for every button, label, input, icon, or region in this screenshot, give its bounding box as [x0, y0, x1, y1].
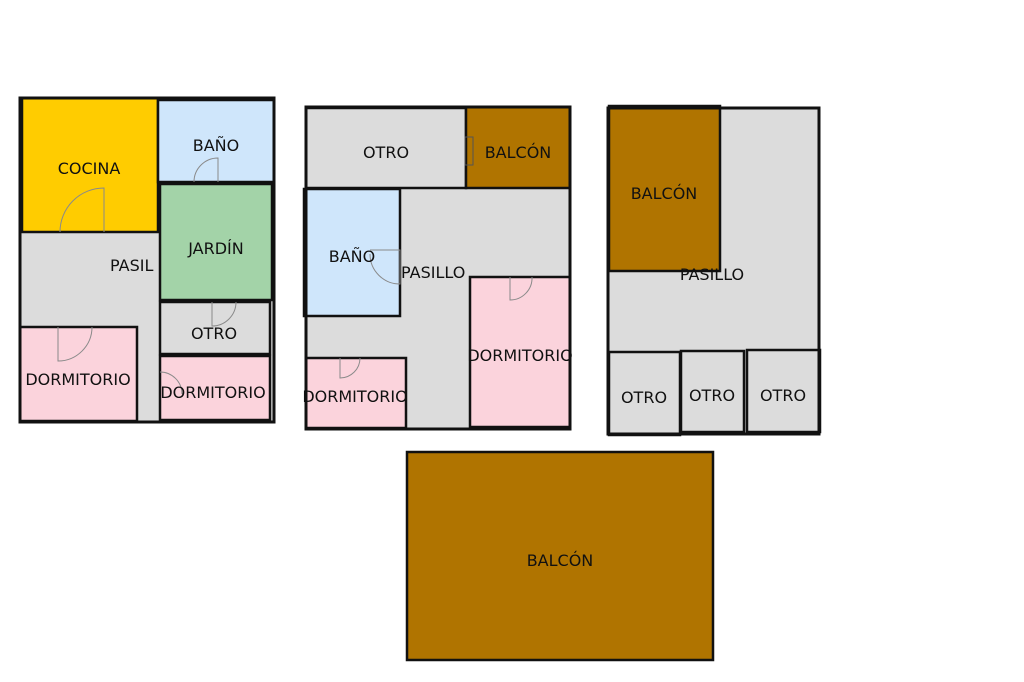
- door-swing: [57, 326, 93, 362]
- door-swing: [193, 157, 219, 183]
- plan2-other: [304, 106, 468, 190]
- plan2-hallway-label: PASILLO: [401, 263, 465, 282]
- plan1-kitchen-label: COCINA: [58, 159, 121, 178]
- plan2-bedroom-right: [468, 275, 572, 429]
- plan2-other-label: OTRO: [363, 143, 409, 162]
- plan3-other-2-label: OTRO: [689, 386, 735, 405]
- door-swing: [159, 371, 183, 395]
- plan1-garden: [158, 182, 274, 302]
- plan1-bedroom-left-label: DORMITORIO: [25, 370, 130, 389]
- door-swing: [509, 276, 533, 301]
- plan1-outer-wall: [18, 96, 276, 424]
- plan3-other-3-label: OTRO: [760, 386, 806, 405]
- plan3-other-1-label: OTRO: [621, 388, 667, 407]
- plan1-other-label: OTRO: [191, 324, 237, 343]
- plan3-hallway-label: PASILLO: [680, 265, 744, 284]
- door-swing: [211, 301, 237, 327]
- plan3-other-3: [745, 348, 822, 434]
- floor-plan-4: BALCÓN: [405, 450, 715, 662]
- plan4-balcony: [405, 450, 715, 662]
- plan2-bathroom-label: BAÑO: [329, 247, 375, 266]
- plan1-bathroom-label: BAÑO: [193, 136, 239, 155]
- plan2-bedroom-left-label: DORMITORIO: [302, 387, 407, 406]
- plan1-garden-label: JARDÍN: [187, 239, 244, 258]
- plan2-balcony-label: BALCÓN: [485, 143, 552, 162]
- floor-plan-1: COCINA BAÑO JARDÍN PASIL OTRO DORMITORIO…: [18, 96, 276, 424]
- plan3-other-2: [679, 349, 746, 434]
- door-swing: [339, 357, 361, 379]
- floor-plan-2: OTRO BALCÓN BAÑO PASILLO DORMITORIO DORM…: [302, 105, 573, 431]
- plan4-balcony-label: BALCÓN: [527, 551, 594, 570]
- plan1-bedroom-right-label: DORMITORIO: [160, 383, 265, 402]
- plan1-bedroom-right: [158, 354, 272, 422]
- door-swing: [369, 249, 401, 285]
- plan2-outer-wall: [304, 105, 572, 431]
- plan2-balcony: [464, 105, 572, 190]
- plan3-balcony: [607, 104, 722, 273]
- plan2-bedroom-right-label: DORMITORIO: [467, 346, 572, 365]
- plan1-bathroom: [156, 98, 276, 184]
- plan1-other: [158, 300, 272, 356]
- plan1-hallway-label: PASIL: [110, 256, 153, 275]
- plan3-balcony-label: BALCÓN: [631, 184, 698, 203]
- plan1-kitchen: [20, 96, 160, 234]
- door-frame: [464, 136, 474, 166]
- plan3-outer-wall: [606, 106, 821, 436]
- floor-plan-3: BALCÓN PASILLO OTRO OTRO OTRO: [606, 104, 822, 437]
- door-swing: [59, 187, 105, 233]
